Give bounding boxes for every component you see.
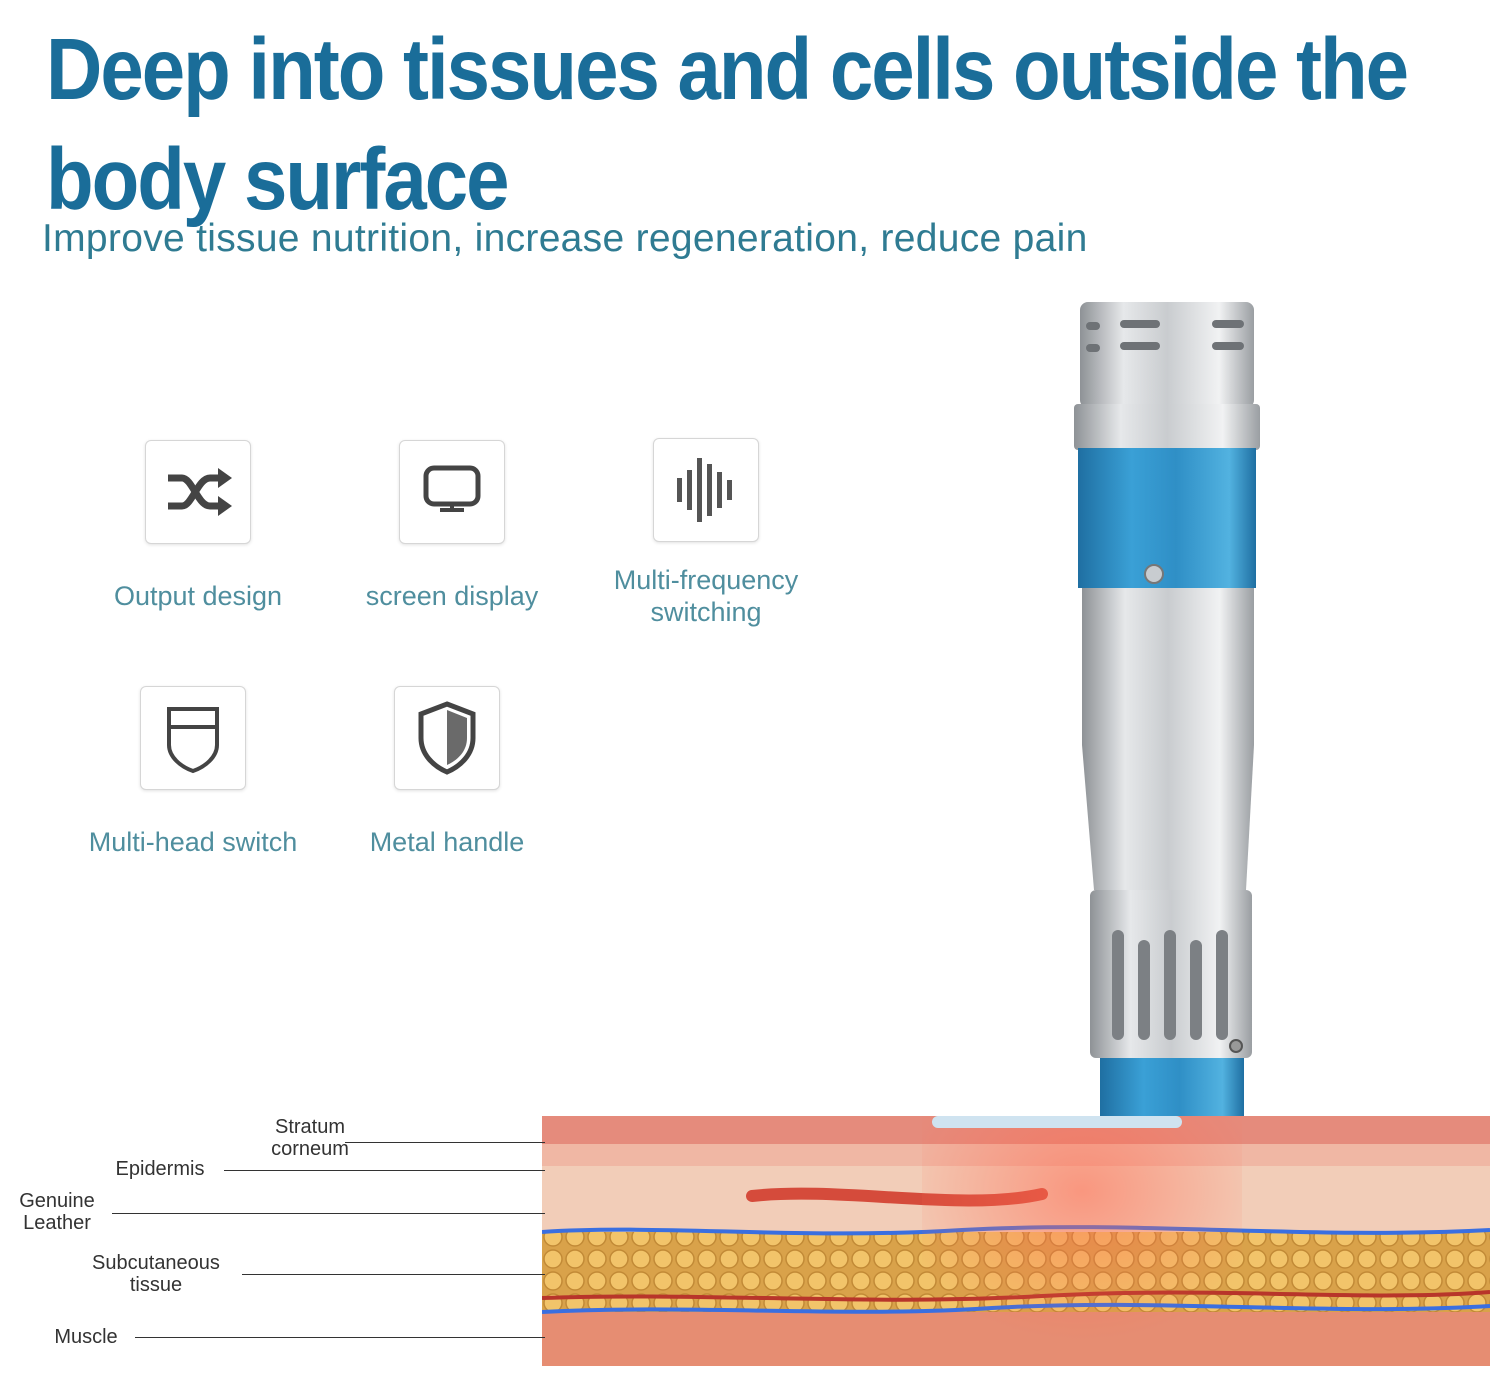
- shield-icon: [394, 686, 500, 790]
- page-title: Deep into tissues and cells outside the …: [46, 19, 1409, 228]
- layer-label-epidermis: Epidermis: [115, 1158, 205, 1180]
- feature-label: Multi-head switch: [88, 827, 298, 857]
- layer-label-stratum-corneum: Stratum corneum: [271, 1116, 349, 1160]
- tissue-cross-section-image: [542, 1116, 1490, 1366]
- layer-label-subcutaneous-tissue: Subcutaneous tissue: [92, 1252, 220, 1296]
- feature-metal-handle: Metal handle: [317, 686, 577, 858]
- leader-line: [242, 1274, 545, 1275]
- feature-label: screen display: [365, 581, 539, 611]
- page-subtitle: Improve tissue nutrition, increase regen…: [42, 217, 1088, 260]
- leader-line: [112, 1213, 545, 1214]
- feature-screen-display: screen display: [322, 440, 582, 612]
- leader-line: [224, 1170, 545, 1171]
- head-shield-icon: [140, 686, 246, 790]
- layer-label-muscle: Muscle: [54, 1326, 118, 1348]
- monitor-icon: [399, 440, 505, 544]
- leader-line: [135, 1337, 545, 1338]
- feature-output-design: Output design: [68, 440, 328, 612]
- feature-multi-frequency: Multi-frequency switching: [576, 438, 836, 628]
- feature-label: Output design: [113, 581, 283, 611]
- feature-label: Multi-frequency switching: [613, 565, 799, 627]
- feature-label: Metal handle: [369, 827, 525, 857]
- layer-label-genuine-leather: Genuine Leather: [19, 1190, 95, 1234]
- shuffle-icon: [145, 440, 251, 544]
- feature-multi-head-switch: Multi-head switch: [63, 686, 323, 858]
- shockwave-device-image: [1074, 302, 1260, 1146]
- leader-line: [345, 1142, 545, 1143]
- frequency-bars-icon: [653, 438, 759, 542]
